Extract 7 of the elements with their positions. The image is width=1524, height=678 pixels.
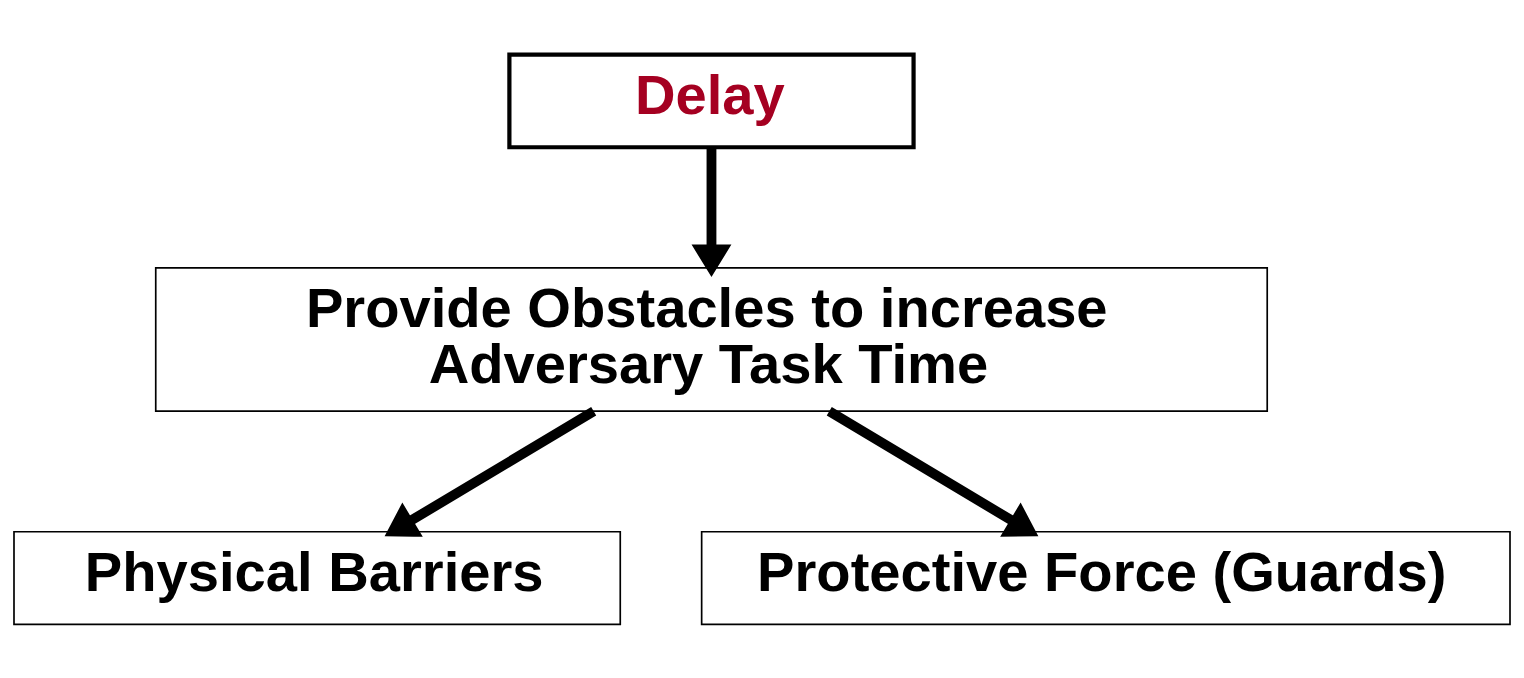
node-box: Delay xyxy=(507,52,916,149)
node-box: Provide Obstacles to increase Adversary Task Time xyxy=(154,266,1269,412)
node-box: Protective Force (Guards) xyxy=(700,530,1511,625)
arrow xyxy=(691,147,732,277)
arrow xyxy=(384,406,597,537)
arrow xyxy=(826,406,1039,537)
node-box: Physical Barriers xyxy=(13,530,622,625)
